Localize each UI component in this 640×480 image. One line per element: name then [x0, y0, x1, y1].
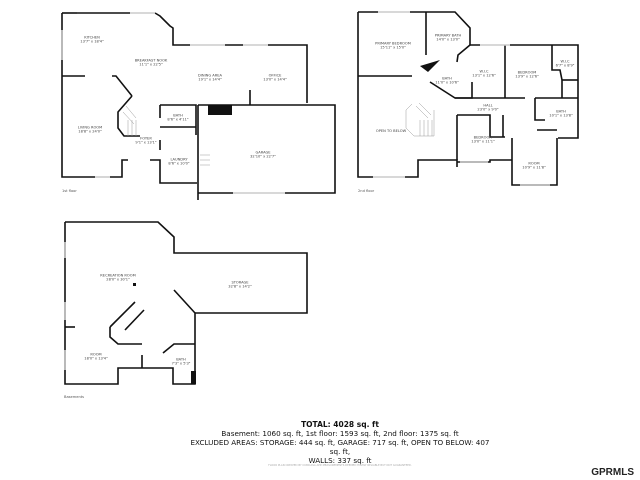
room-dims: 8'6" x 10'0": [168, 162, 190, 166]
room-dims: 13'0" x 11'1": [471, 140, 495, 144]
basement-post: [133, 283, 136, 286]
room-name: Garage: [255, 150, 271, 155]
room-name: Bedroom: [473, 135, 493, 140]
room-basement-bath: Bath7'3" x 5'3": [172, 358, 191, 367]
room-dims: 13'7" x 18'4": [80, 40, 104, 44]
room-dims: 13'0" x 14'4": [263, 78, 287, 82]
second-floor-stairs: [405, 102, 435, 137]
room-name: Recreation Room: [100, 273, 136, 278]
room-name: Primary Bath: [434, 33, 462, 38]
first-floor-stairs: [122, 105, 210, 166]
room-name: Foyer: [140, 136, 152, 141]
room-dims: 15'11" x 15'0": [380, 46, 406, 50]
room-name: Office: [268, 73, 282, 78]
first-floor-walls: [61, 12, 336, 200]
room-name: Bath: [176, 357, 186, 362]
first-floor-windows: [61, 12, 285, 194]
room-name: W.I.C: [479, 69, 489, 74]
room-dims: 14'0" x 13'0": [436, 38, 460, 42]
room-dims: 10'9" x 11'8": [522, 166, 546, 170]
room-name: Open to Below: [375, 128, 407, 133]
room-dining-area: Dining Area19'1" x 14'4": [198, 74, 222, 83]
room-name: Kitchen: [84, 35, 100, 40]
room-primary-bath: Primary Bath14'0" x 13'0": [435, 34, 461, 43]
basement-fixture: [191, 371, 196, 384]
room-breakfast-nook: Breakfast Nook11'1" x 22'5": [135, 59, 168, 68]
room-name: Dining Area: [198, 73, 222, 78]
room-dims: 18'0" x 13'4": [84, 357, 108, 361]
room-name: Room: [528, 161, 540, 166]
room-name: W.I.C: [560, 59, 570, 64]
room-bath-2: Bath11'0" x 10'6": [435, 77, 458, 86]
room-dims: 11'0" x 10'6": [435, 81, 459, 85]
room-kitchen: Kitchen13'7" x 18'4": [80, 36, 103, 45]
room-name: Primary Bedroom: [375, 41, 411, 46]
room-hall: Hall23'0" x 9'0": [477, 104, 498, 113]
room-name: Bath: [442, 76, 452, 81]
room-bath-3: Bath10'1" x 13'8": [549, 110, 572, 119]
room-basement-room: Room18'0" x 13'4": [84, 353, 107, 362]
room-dims: 18'8" x 24'0": [78, 130, 102, 134]
room-storage: Storage32'8" x 14'2": [228, 281, 251, 290]
room-dims: 7'3" x 5'3": [171, 362, 191, 366]
walls-area: WALLS: 337 sq. ft: [308, 456, 372, 465]
room-dims: 19'1" x 14'4": [198, 78, 222, 82]
room-office: Office13'0" x 14'4": [263, 74, 286, 83]
room-dims: 6'7" x 8'9": [555, 64, 575, 68]
room-bedroom-2: Bedroom13'0" x 11'1": [471, 136, 494, 145]
disclaimer: Floor plan created by CubiCasa app. Meas…: [268, 464, 412, 467]
room-dims: 28'0" x 30'1": [106, 278, 130, 282]
room-dims: 23'0" x 9'0": [477, 108, 499, 112]
room-dims: 13'9" x 12'6": [515, 75, 539, 79]
room-laundry: Laundry8'6" x 10'0": [168, 158, 189, 167]
room-garage: Garage32'10" x 22'7": [250, 151, 276, 160]
room-dims: 9'1" x 13'1": [135, 141, 157, 145]
floor-areas: Basement: 1060 sq. ft, 1st floor: 1593 s…: [221, 429, 459, 438]
room-dims: 32'10" x 22'7": [250, 155, 276, 159]
room-living-room: Living Room18'8" x 24'0": [78, 126, 102, 135]
room-name: Room: [90, 352, 102, 357]
fireplace: [208, 105, 232, 115]
gprmls-logo: GPRMLS: [591, 467, 634, 478]
room-bath: Bath8'6" x 4'11": [167, 114, 188, 123]
room-dims: 13'1" x 12'6": [472, 74, 496, 78]
second-floor-windows: [373, 11, 550, 186]
room-name: Bedroom: [517, 70, 537, 75]
room-name: Bath: [556, 109, 566, 114]
room-bedroom: Bedroom13'9" x 12'6": [515, 71, 538, 80]
area-summary: TOTAL: 4028 sq. ft Basement: 1060 sq. ft…: [190, 420, 490, 465]
second-floor-walls: [357, 11, 579, 186]
basement-walls: [64, 221, 308, 385]
room-dims: 11'1" x 22'5": [139, 63, 163, 67]
room-name: Hall: [483, 103, 493, 108]
room-dims: 10'1" x 13'8": [549, 114, 573, 118]
floor-label-second: 2nd floor: [358, 189, 375, 193]
room-primary-bedroom: Primary Bedroom15'11" x 15'0": [375, 42, 411, 51]
total-area: TOTAL: 4028 sq. ft: [301, 420, 379, 429]
excluded-areas: EXCLUDED AREAS: STORAGE: 444 sq. ft, GAR…: [190, 438, 490, 456]
chimney: [420, 60, 440, 72]
room-room: Room10'9" x 11'8": [522, 162, 545, 171]
floor-label-basement: Basements: [64, 395, 85, 399]
room-foyer: Foyer9'1" x 13'1": [135, 137, 156, 146]
room-name: Living Room: [77, 125, 103, 130]
room-dims: 8'6" x 4'11": [167, 118, 189, 122]
room-name: Bath: [173, 113, 183, 118]
room-name: Breakfast Nook: [134, 58, 168, 63]
room-recreation-room: Recreation Room28'0" x 30'1": [100, 274, 135, 283]
room-dims: 32'8" x 14'2": [228, 285, 252, 289]
room-name: Laundry: [170, 157, 188, 162]
room-open-to-below: Open to Below: [376, 129, 406, 133]
room-name: Storage: [231, 280, 249, 285]
floor-label-first: 1st floor: [62, 189, 77, 193]
